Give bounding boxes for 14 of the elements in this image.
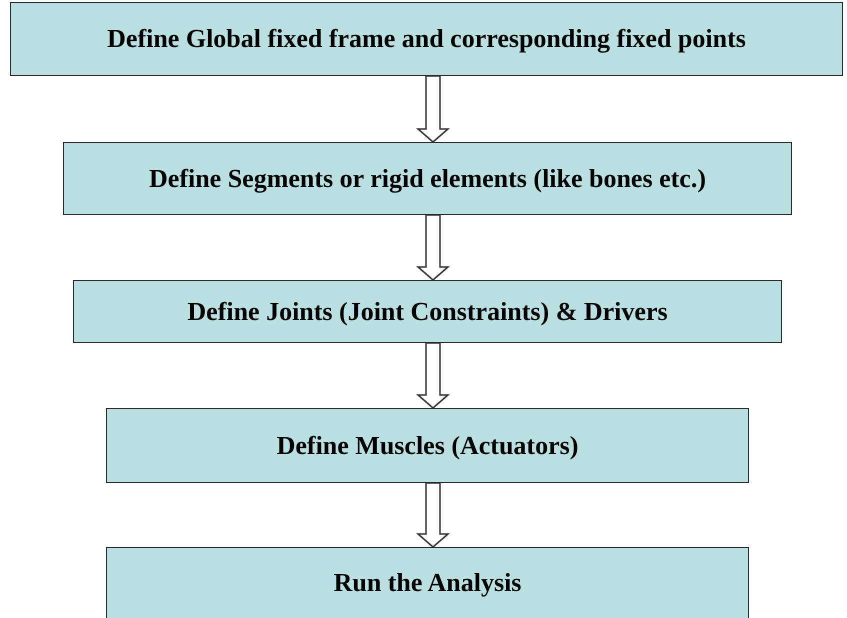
block-arrow [416,342,450,409]
block-arrow [416,482,450,548]
process-box [73,280,782,343]
step-text: Define Global fixed frame and corresponding fixed points [107,24,746,54]
step-text: Run the Analysis [334,568,522,598]
process-box [63,142,792,215]
block-arrow [416,214,450,281]
step-text: Define Segments or rigid elements (like bones etc.) [149,164,706,194]
block-arrow [416,75,450,143]
step-text: Define Muscles (Actuators) [276,430,578,460]
step-text: Define Joints (Joint Constraints) & Drivers [187,296,668,326]
process-box [10,2,843,76]
process-box [106,547,749,618]
process-box [106,408,749,483]
